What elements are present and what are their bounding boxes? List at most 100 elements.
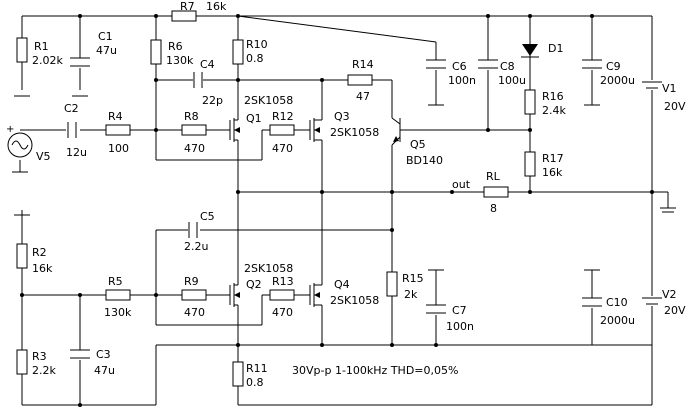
resistor-r13 [269,289,295,301]
battery-v2 [640,296,664,306]
v2-value: 20V [664,304,686,317]
diode-d1 [521,44,539,58]
c8-name: C8 [500,60,515,73]
capacitor-c7 [426,304,446,315]
capacitor-c3 [70,349,90,360]
capacitor-c4 [193,72,203,88]
resistor-r10 [232,39,244,65]
q2-name: Q2 [246,278,262,291]
resistor-r5 [105,289,131,301]
r7-name: R7 [180,0,195,13]
c3-value: 47u [94,364,115,377]
spec-note: 30Vp-p 1-100kHz THD=0,05% [292,364,458,377]
r15-name: R15 [402,272,424,285]
capacitor-c5 [188,222,200,238]
ac-source-v5: + [6,124,33,158]
r5-name: R5 [108,275,123,288]
v2-name: V2 [662,288,677,301]
d1-name: D1 [548,42,563,55]
resistor-rl [483,186,509,198]
capacitor-c10 [582,297,602,308]
c4-value: 22p [202,94,223,107]
resistor-r17 [524,151,536,177]
q5-name: Q5 [410,138,426,151]
resistor-r1 [16,37,28,63]
r9-value: 470 [184,306,205,319]
c7-value: 100n [446,320,474,333]
q3-name: Q3 [334,110,350,123]
resistor-r14 [347,74,373,86]
c9-value: 2000u [600,74,635,87]
q3-type: 2SK1058 [330,126,379,139]
r11-value: 0.8 [246,376,264,389]
q1-type: 2SK1058 [244,94,293,107]
r16-value: 2.4k [542,104,566,117]
r6-name: R6 [168,40,183,53]
transistor-q5 [391,117,402,146]
c6-value: 100n [448,74,476,87]
resistor-r15 [386,271,398,297]
c4-name: C4 [200,58,215,71]
mosfet-q1 [206,118,240,145]
q4-name: Q4 [334,278,350,291]
r13-value: 470 [272,306,293,319]
r17-name: R17 [542,152,564,165]
r7-value: 16k [206,0,227,13]
v5-name: V5 [36,150,51,163]
r14-value: 47 [356,90,370,103]
resistor-r16 [524,89,536,115]
c3-name: C3 [96,348,111,361]
r12-name: R12 [272,110,294,123]
resistor-r9 [181,289,207,301]
r8-name: R8 [184,110,199,123]
r4-name: R4 [108,110,123,123]
rl-name: RL [486,170,501,183]
resistor-r11 [232,361,244,387]
c2-value: 12u [66,146,87,159]
r11-name: R11 [246,362,268,375]
c1-value: 47u [96,44,117,57]
r5-value: 130k [104,306,132,319]
mosfet-q2 [206,280,240,310]
c6-name: C6 [452,60,467,73]
r8-value: 470 [184,142,205,155]
r6-value: 130k [166,54,194,67]
r1-name: R1 [34,40,49,53]
capacitor-c8 [478,59,498,70]
v1-value: 20V [664,100,686,113]
capacitor-c2 [67,122,79,138]
c9-name: C9 [606,60,621,73]
r12-value: 470 [272,142,293,155]
r2-value: 16k [32,262,53,275]
mosfet-q3 [309,118,323,145]
resistor-r2 [16,243,28,269]
v1-name: V1 [662,82,677,95]
q2-type: 2SK1058 [244,262,293,275]
capacitor-c1 [70,57,90,68]
r9-name: R9 [184,275,199,288]
resistor-r8 [181,124,207,136]
c8-value: 100u [498,74,526,87]
r3-name: R3 [32,350,47,363]
capacitor-c6 [426,59,446,70]
r3-value: 2.2k [32,364,56,377]
c5-name: C5 [200,210,215,223]
out-label: out [452,178,471,191]
r13-name: R13 [272,275,294,288]
r14-name: R14 [352,58,374,71]
c10-value: 2000u [600,314,635,327]
resistor-r12 [269,124,295,136]
r4-value: 100 [108,142,129,155]
c1-name: C1 [98,30,113,43]
resistor-r6 [150,39,162,65]
c2-name: C2 [64,102,79,115]
rl-value: 8 [490,202,497,215]
c7-name: C7 [452,304,467,317]
r10-value: 0.8 [246,52,264,65]
resistor-r7 [171,10,197,22]
r2-name: R2 [32,246,47,259]
capacitor-c9 [582,59,602,70]
junction-dots [20,14,654,407]
r16-name: R16 [542,90,564,103]
